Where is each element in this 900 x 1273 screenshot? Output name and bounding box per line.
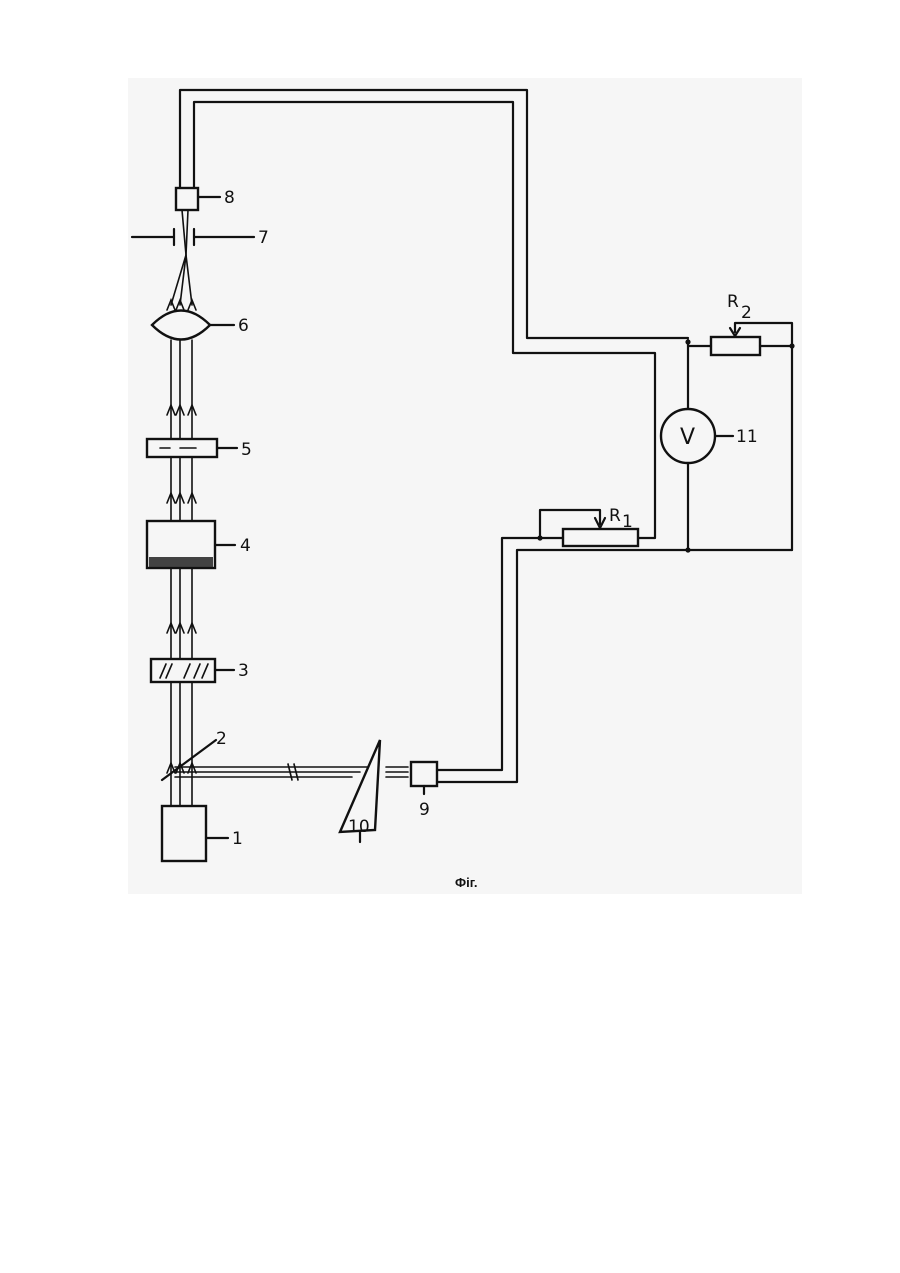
label-6: 6 (238, 316, 249, 336)
label-9: 9 (419, 800, 430, 820)
label-r1-sub: 1 (622, 512, 633, 532)
label-8: 8 (224, 188, 235, 208)
label-5: 5 (241, 440, 252, 460)
cell-base (149, 557, 213, 567)
label-r1: R (609, 506, 621, 526)
light-source-1 (162, 806, 206, 861)
label-1: 1 (232, 829, 243, 849)
label-r2-sub: 2 (741, 303, 752, 323)
label-4: 4 (240, 536, 251, 556)
voltmeter-symbol: V (680, 425, 695, 450)
label-10: 10 (348, 817, 370, 837)
figure-caption: Фіг. (455, 875, 477, 890)
label-2: 2 (216, 729, 227, 749)
label-r2: R (727, 292, 739, 312)
label-3: 3 (238, 661, 249, 681)
detector-8 (176, 188, 198, 210)
photodetector-9 (411, 762, 437, 786)
label-7: 7 (258, 228, 269, 248)
label-11: 11 (736, 427, 758, 447)
